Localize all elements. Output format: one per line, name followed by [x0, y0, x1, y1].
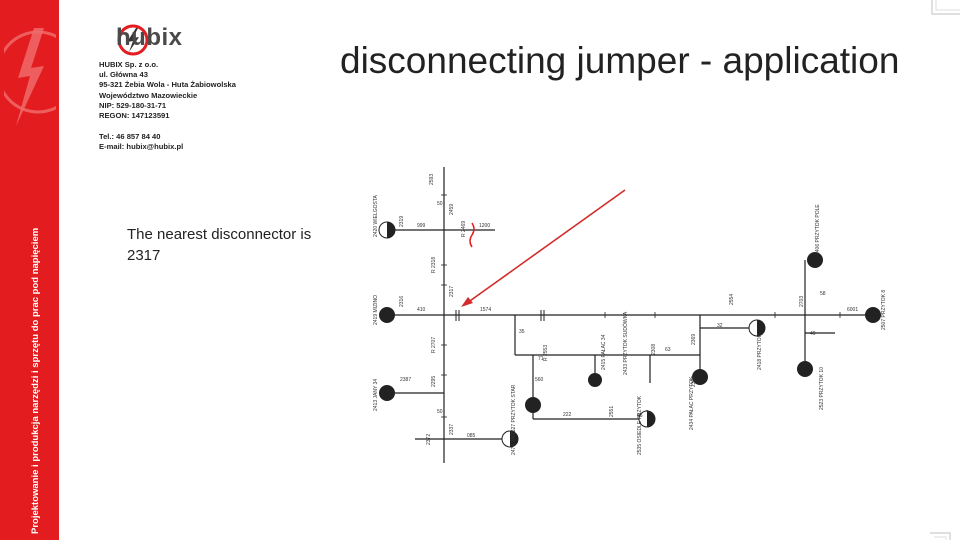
- label-station-2527: 2527 PRZYTOK STAR: [511, 384, 517, 435]
- company-city: 95-321 Żebia Wola - Huta Żabiowolska: [99, 80, 237, 90]
- station-2418: [748, 319, 766, 337]
- label-station-2415: 2415 PAŁAC 34: [601, 334, 607, 370]
- network-diagram: 2593 2459 2319 R 2469 R 2318 2316 2317 2…: [373, 167, 887, 463]
- station-markers: [378, 221, 881, 448]
- label-station-2419: 2419 MIZINO: [373, 295, 379, 325]
- slide-title: disconnecting jumper - application: [340, 40, 900, 81]
- label-n71: 71: [538, 356, 544, 362]
- company-nip: NIP: 529-180-31-71: [99, 100, 167, 110]
- station-2419: [379, 307, 395, 323]
- station-2523: [797, 361, 813, 377]
- label-2318: R 2318: [431, 257, 437, 273]
- label-2459: 2459: [449, 204, 455, 215]
- lightning-bolt-icon: [4, 28, 56, 126]
- station-2527: [525, 397, 541, 413]
- label-station-2433: 2433 PRZYTOK SUDÓWKA: [622, 311, 629, 375]
- company-address: HUBIX Sp. z o.o. ul. Główna 43 95-321 Że…: [99, 60, 236, 153]
- label-2703: 2703: [799, 296, 805, 307]
- label-n40: 40: [810, 331, 816, 337]
- label-n50b: 50: [437, 409, 443, 415]
- label-2553: R 2553: [543, 345, 549, 361]
- company-region: Województwo Mazowieckie: [99, 90, 198, 100]
- company-phone: Tel.: 46 857 84 40: [99, 132, 161, 142]
- lightning-circle-icon: [117, 24, 149, 56]
- brand-name: hubix: [116, 24, 183, 51]
- label-1574: 1574: [480, 307, 491, 313]
- label-2337: 2337: [449, 424, 455, 435]
- label-2317: 2317: [449, 286, 455, 297]
- label-2295: 2295: [431, 376, 437, 387]
- disconnector-note: The nearest disconnector is 2317: [127, 226, 312, 264]
- label-station-2413: 2413 JANY 34: [373, 379, 379, 411]
- label-n58: 58: [820, 291, 826, 297]
- red-arrow-icon: [461, 189, 626, 307]
- company-regon: REGON: 147123591: [99, 111, 170, 121]
- label-2369: 2369: [691, 334, 697, 345]
- label-2308: 2308: [651, 344, 657, 355]
- station-2406: [807, 252, 823, 268]
- label-2372: 2372: [426, 434, 432, 445]
- label-station-2507: 2507 PRZYTOK 8: [881, 290, 887, 330]
- brand-sidebar: Projektowanie i produkcja narzędzi i spr…: [0, 0, 59, 540]
- label-2554: 2554: [729, 294, 735, 305]
- label-station-2535: 2535 OSIEDLE PRZYTOK: [637, 395, 643, 455]
- label-station-2523: 2523 PRZYTOK 10: [819, 367, 825, 410]
- label-n50a: 50: [437, 201, 443, 207]
- label-2316: 2316: [399, 296, 405, 307]
- label-1200: 1200: [479, 223, 490, 229]
- label-station-2474: 2474 JANY: [511, 429, 517, 455]
- label-2387: 2387: [400, 377, 411, 383]
- label-n35: 35: [519, 329, 525, 335]
- label-station-2434: 2434 PAŁAC PRZYTOK: [689, 376, 695, 430]
- sidebar-tagline: Projektowanie i produkcja narzędzi i spr…: [30, 227, 41, 534]
- label-station-2420: 2420 WIELGOSTA: [373, 194, 379, 237]
- station-2535: [638, 410, 656, 428]
- company-street: ul. Główna 43: [99, 70, 148, 80]
- label-085: 085: [467, 433, 476, 439]
- corner-decoration: [931, 0, 960, 15]
- label-999: 999: [417, 223, 426, 229]
- label-6001: 6001: [847, 307, 858, 313]
- company-email: E-mail: hubix@hubix.pl: [99, 142, 184, 152]
- station-2507: [865, 307, 881, 323]
- label-n63: 63: [665, 347, 671, 353]
- label-n222: 222: [563, 412, 572, 418]
- station-2420: [378, 221, 396, 239]
- corner-decoration: [930, 532, 951, 540]
- label-station-2418: 2418 PRZYTOK: [757, 333, 763, 370]
- label-n560: 560: [535, 377, 544, 383]
- station-2434: [692, 369, 708, 385]
- label-station-2406: 2406 PRZYTOK POLE: [815, 204, 821, 255]
- label-2319: 2319: [399, 216, 405, 227]
- label-2593: 2593: [429, 174, 435, 185]
- station-2413: [379, 385, 395, 401]
- station-2415: [588, 373, 602, 387]
- station-2474: [501, 430, 519, 448]
- company-name: HUBIX Sp. z o.o.: [99, 60, 159, 69]
- label-2306: 2306: [691, 376, 697, 387]
- label-410: 410: [417, 307, 426, 313]
- label-n32: 32: [717, 323, 723, 329]
- label-2551: 2551: [609, 406, 615, 417]
- label-2707: R 2707: [431, 337, 437, 353]
- label-2469: R 2469: [461, 221, 467, 237]
- label-n45: 45: [637, 413, 643, 419]
